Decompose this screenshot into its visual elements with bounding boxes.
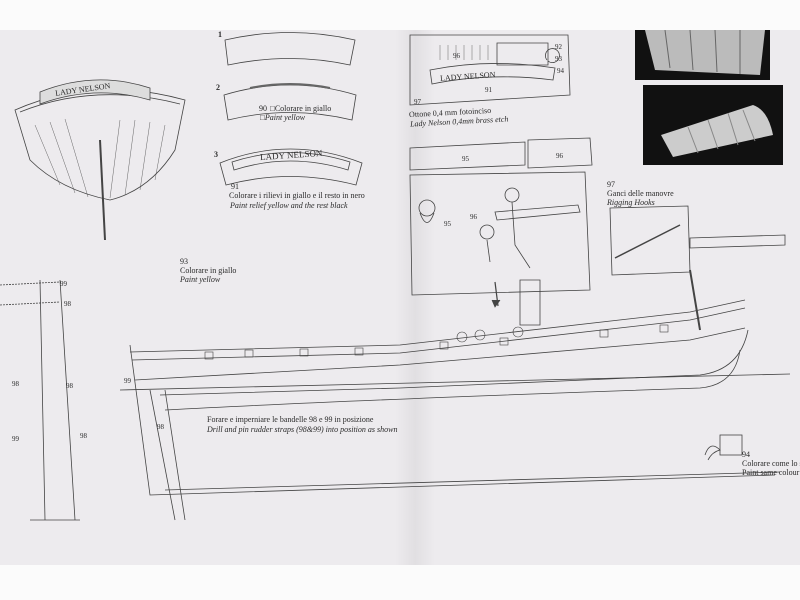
- etch-label-91: 91: [485, 86, 492, 94]
- part-94-number: 94: [742, 450, 750, 459]
- plate-90-number: 90: [259, 104, 267, 113]
- transom-plates: [219, 32, 363, 186]
- callout-99b: 99: [12, 435, 19, 443]
- callout-98a: 98: [64, 300, 71, 308]
- callout-98b: 98: [12, 380, 19, 388]
- etch-label-92: 92: [555, 43, 562, 51]
- callout-99c: 99: [124, 377, 131, 385]
- rudder-instruction-italian: Forare e imperniare le bandelle 98 e 99 …: [207, 415, 374, 424]
- hooks-number: 97: [607, 180, 615, 189]
- step-2: 2: [216, 83, 220, 92]
- step-3: 3: [214, 150, 218, 159]
- eye-pin-sheets: [409, 137, 593, 308]
- hooks-italian: Ganci delle manovre: [607, 189, 674, 198]
- hull-photo-2: [643, 85, 783, 165]
- part-94-box: [719, 434, 743, 456]
- etch-label-94: 94: [557, 67, 564, 75]
- callout-99a: 99: [60, 280, 67, 288]
- callout-96: 96: [556, 152, 563, 160]
- plate-91-italian: Colorare i rilievi in giallo e il resto …: [229, 191, 365, 200]
- callout-95b: 95: [444, 220, 451, 228]
- part-93-italian: Colorare in giallo: [180, 266, 237, 275]
- part-94-drawing: [704, 445, 721, 461]
- step-1: 1: [218, 30, 222, 39]
- plate-90-english: □Paint yellow: [260, 113, 306, 122]
- part-93-english: Paint yellow: [180, 275, 221, 284]
- part-93-number: 93: [180, 257, 188, 266]
- brass-etch-sheet: [409, 34, 571, 106]
- stern-view-drawing: [14, 79, 186, 241]
- callout-98d: 98: [80, 432, 87, 440]
- hull-photo-1: [635, 30, 770, 80]
- callout-96b: 96: [470, 213, 477, 221]
- hull-side-view: [30, 269, 791, 521]
- part-94-italian: Colorare come lo s: [742, 459, 800, 468]
- callout-98c: 98: [66, 382, 73, 390]
- rudder-instruction-english: Drill and pin rudder straps (98&99) into…: [207, 425, 398, 434]
- rigging-hooks-drawing: [609, 205, 786, 276]
- part-94-english: Paint same colour: [742, 468, 800, 477]
- hooks-english: Rigging Hooks: [607, 198, 655, 207]
- callout-98e: 98: [157, 423, 164, 431]
- callout-95: 95: [462, 155, 469, 163]
- etch-label-93: 93: [555, 55, 562, 63]
- rudder-straps: [0, 281, 61, 306]
- etch-label-97: 97: [414, 98, 421, 106]
- plate-90-italian: □Colorare in giallo: [270, 104, 332, 113]
- page-fold: [395, 30, 435, 565]
- plate-91-english: Paint relief yellow and the rest black: [230, 201, 348, 210]
- etch-label-96: 96: [453, 52, 460, 60]
- plate-91-number: 91: [231, 182, 239, 191]
